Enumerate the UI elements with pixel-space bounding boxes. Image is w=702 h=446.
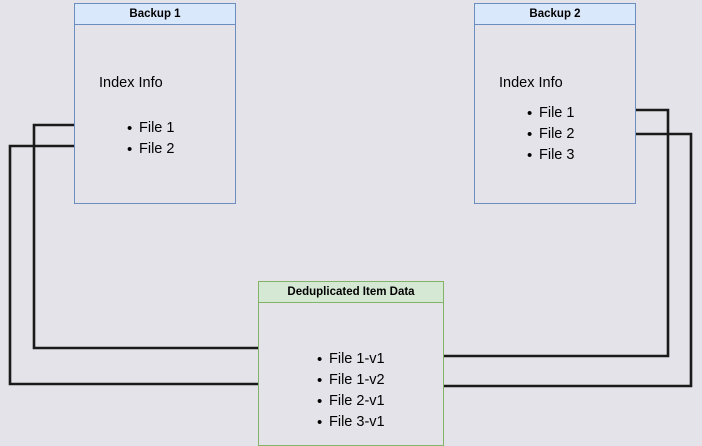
list-item: File 3-v1 — [317, 412, 385, 433]
list-item: File 3 — [527, 145, 575, 166]
list-item: File 1-v1 — [317, 349, 385, 370]
dedup-file-list: File 1-v1 File 1-v2 File 2-v1 File 3-v1 — [315, 349, 385, 433]
node-dedup-body: File 1-v1 File 1-v2 File 2-v1 File 3-v1 — [259, 303, 443, 445]
backup-2-index-info-label: Index Info — [499, 75, 563, 91]
node-backup-2-header: Backup 2 — [475, 4, 635, 25]
backup-2-file-list: File 1 File 2 File 3 — [525, 103, 575, 166]
list-item: File 1 — [527, 103, 575, 124]
node-backup-1-body: Index Info File 1 File 2 — [75, 25, 235, 203]
node-dedup-header: Deduplicated Item Data — [259, 282, 443, 303]
list-item: File 2 — [527, 124, 575, 145]
node-backup-1[interactable]: Backup 1 Index Info File 1 File 2 — [74, 3, 236, 204]
node-deduplicated-item-data[interactable]: Deduplicated Item Data File 1-v1 File 1-… — [258, 281, 444, 446]
node-backup-2-body: Index Info File 1 File 2 File 3 — [475, 25, 635, 203]
node-backup-1-header: Backup 1 — [75, 4, 235, 25]
backup-1-index-info-label: Index Info — [99, 75, 163, 91]
list-item: File 1 — [127, 118, 175, 139]
list-item: File 1-v2 — [317, 370, 385, 391]
node-backup-2[interactable]: Backup 2 Index Info File 1 File 2 File 3 — [474, 3, 636, 204]
backup-1-file-list: File 1 File 2 — [125, 118, 175, 160]
list-item: File 2-v1 — [317, 391, 385, 412]
list-item: File 2 — [127, 139, 175, 160]
